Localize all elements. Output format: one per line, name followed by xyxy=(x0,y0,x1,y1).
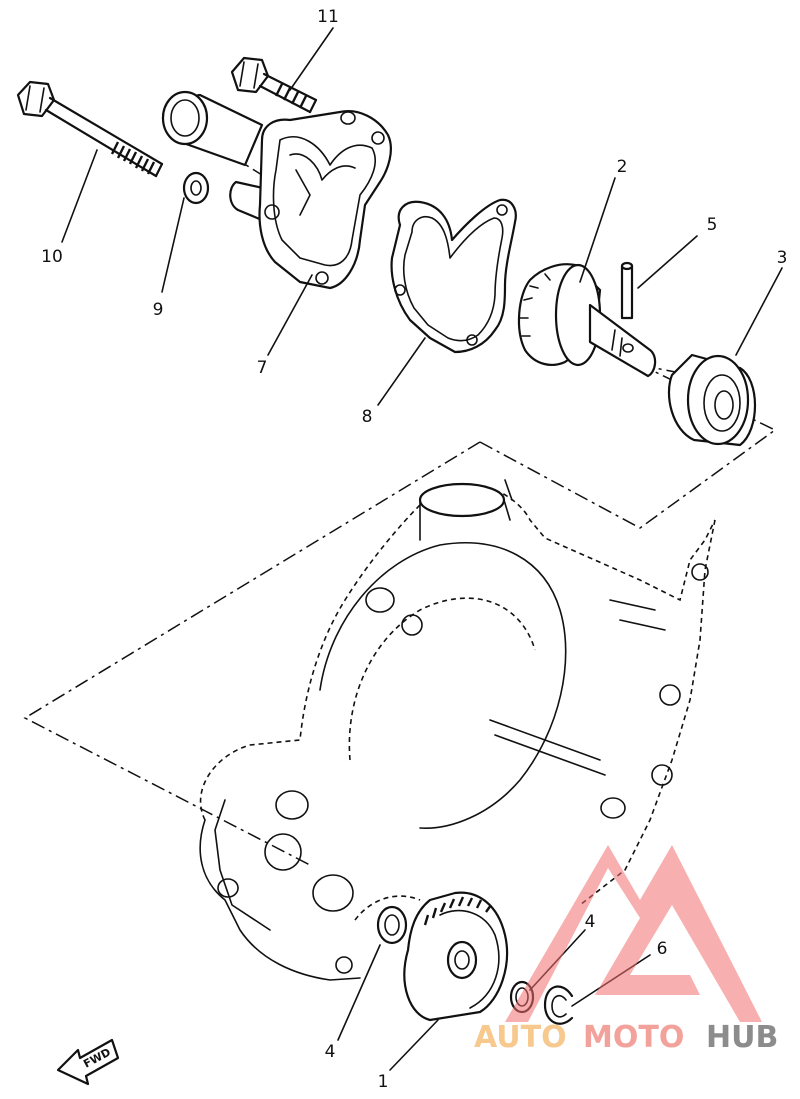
callout-8: 8 xyxy=(362,407,373,427)
part-7-pump-housing xyxy=(161,90,392,290)
callout-4-right: 4 xyxy=(585,912,596,932)
watermark-logo-mark xyxy=(505,845,762,1022)
callout-labels: 11 10 9 7 8 2 5 3 4 6 4 1 xyxy=(41,7,787,1092)
callout-2: 2 xyxy=(617,157,628,177)
callout-6: 6 xyxy=(657,939,668,959)
callout-10: 10 xyxy=(41,247,63,267)
part-6-circlip xyxy=(543,985,574,1025)
callout-5: 5 xyxy=(707,215,718,235)
part-5-pin xyxy=(620,261,634,320)
callout-11: 11 xyxy=(317,7,339,27)
watermark-auto-text: AUTO xyxy=(474,1020,567,1055)
part-10-long-bolt xyxy=(16,80,164,178)
part-9-washer xyxy=(182,171,210,205)
part-2-impeller-shaft xyxy=(517,263,657,378)
callout-4-left: 4 xyxy=(325,1042,336,1062)
part-3-bearing xyxy=(667,353,757,447)
callout-3: 3 xyxy=(777,248,788,268)
part-4-washer-left xyxy=(376,905,408,945)
part-8-gasket xyxy=(390,198,517,354)
callout-1: 1 xyxy=(378,1072,389,1092)
crankcase-cover xyxy=(199,479,716,981)
watermark-logo: AUTO MOTO HUB xyxy=(474,845,778,1055)
callout-7: 7 xyxy=(257,358,268,378)
part-1-gear xyxy=(403,891,509,1022)
watermark-moto-text: MOTO xyxy=(583,1020,684,1055)
watermark-hub-text: HUB xyxy=(706,1020,778,1055)
callout-9: 9 xyxy=(153,300,164,320)
forward-direction-arrow: FWD xyxy=(56,1038,120,1086)
part-11-short-bolt xyxy=(230,56,318,114)
